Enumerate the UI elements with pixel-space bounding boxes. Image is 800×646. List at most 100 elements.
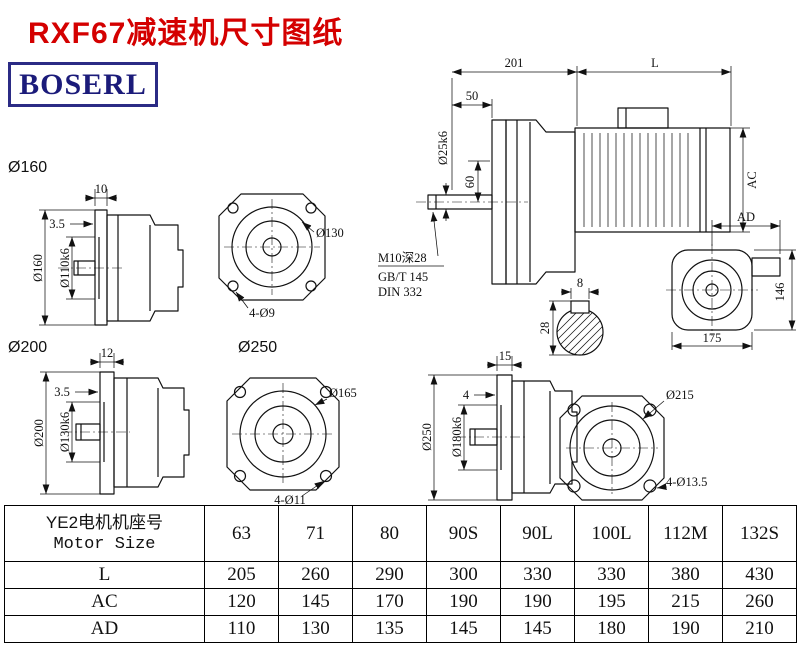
bolt-hole <box>305 202 317 214</box>
dim-L: L <box>651 56 659 70</box>
cell: 135 <box>352 615 427 643</box>
bolt-hole <box>319 385 333 399</box>
bolt-hole <box>567 479 581 493</box>
cell: 130 <box>278 615 353 643</box>
shaft-key-section: 8 28 <box>538 276 604 356</box>
rear-terminal-box <box>751 257 781 277</box>
shaft-250 <box>469 428 498 446</box>
dim-pilot-depth-200: 3.5 <box>54 385 70 399</box>
cell: 180 <box>574 615 649 643</box>
bolt-hole <box>233 385 247 399</box>
cell: 215 <box>648 588 723 616</box>
flange-size-label-160: Ø160 <box>8 159 47 176</box>
cell: 205 <box>204 561 279 589</box>
flange-octagon-160 <box>218 193 326 301</box>
motor-body <box>574 127 731 233</box>
side-view-250: 15 4 Ø250 Ø180k6 <box>420 349 578 501</box>
dim-flange-thickness-160: 10 <box>95 182 108 196</box>
table-row-AD: AD 110 130 135 145 145 180 190 210 <box>4 615 797 643</box>
side-view-200: 12 3.5 Ø200 Ø130k6 <box>32 346 190 495</box>
dim-flange-thickness-200: 12 <box>101 346 114 360</box>
bolt-hole <box>643 479 657 493</box>
motor-size-header-en: Motor Size <box>53 534 156 554</box>
table-header-row: YE2电机机座号 Motor Size 63 71 80 90S 90L 100… <box>4 505 797 562</box>
gearbox-body-160 <box>106 214 184 322</box>
bolt-hole <box>227 202 239 214</box>
terminal-box <box>617 107 669 129</box>
dim-holes-250: 4-Ø13.5 <box>666 475 707 489</box>
row-label: AD <box>4 615 205 643</box>
dim-key-height: 28 <box>538 322 552 335</box>
dim-pilot-160: Ø110k6 <box>58 248 72 288</box>
dim-bolt-circle-160: Ø130 <box>316 226 344 240</box>
size-col: 100L <box>574 505 649 562</box>
dim-175: 175 <box>703 331 722 345</box>
cell: 110 <box>204 615 279 643</box>
row-label: L <box>4 561 205 589</box>
dim-pilot-depth-160: 3.5 <box>49 217 65 231</box>
dim-60: 60 <box>463 176 477 189</box>
flange-octagon-200 <box>226 377 340 491</box>
page-title: RXF67减速机尺寸图纸 <box>28 17 344 50</box>
gearbox-housing <box>505 119 576 285</box>
side-view-160: 10 3.5 Ø160 Ø110k6 <box>31 182 184 326</box>
dim-outer-200: Ø200 <box>32 419 46 447</box>
cell: 430 <box>722 561 797 589</box>
assembly-drawing: 201 L 50 Ø25k6 60 AC M10深28 GB/T 145 DIN… <box>378 56 759 299</box>
cell: 260 <box>722 588 797 616</box>
dim-146: 146 <box>773 283 787 302</box>
motor-rear-view: AD 146 175 <box>666 210 796 350</box>
flange-plate-250 <box>496 374 513 501</box>
cell: 190 <box>500 588 575 616</box>
dim-shaft-diameter: Ø25k6 <box>436 131 450 165</box>
gearbox-body-200 <box>113 377 190 488</box>
cell: 145 <box>278 588 353 616</box>
cell: 170 <box>352 588 427 616</box>
keyway-slot <box>570 300 590 314</box>
bolt-hole <box>319 469 333 483</box>
bolt-hole <box>305 280 317 292</box>
hatching <box>557 309 603 355</box>
dim-AD: AD <box>737 210 755 224</box>
bolt-hole <box>233 469 247 483</box>
dim-holes-200: 4-Ø11 <box>274 493 305 505</box>
motor-fins <box>583 133 689 227</box>
front-view-160: Ø130 4-Ø9 <box>218 193 344 320</box>
flange-size-label-200: Ø200 <box>8 339 47 356</box>
front-view-200: Ø165 4-Ø11 <box>226 377 357 505</box>
dim-AC: AC <box>745 171 759 188</box>
dim-flange-thickness-250: 15 <box>499 349 512 363</box>
dim-holes-160: 4-Ø9 <box>249 306 275 320</box>
flange-octagon-250 <box>559 395 665 501</box>
cell: 190 <box>426 588 501 616</box>
dimension-table: YE2电机机座号 Motor Size 63 71 80 90S 90L 100… <box>4 505 797 643</box>
flange-plate-160 <box>94 209 108 326</box>
size-col: 132S <box>722 505 797 562</box>
size-col: 80 <box>352 505 427 562</box>
dim-key-width: 8 <box>577 276 583 290</box>
shaft-section-circle <box>556 308 604 356</box>
bolt-hole <box>643 403 657 417</box>
flange-plate-200 <box>99 371 115 495</box>
row-label: AC <box>4 588 205 616</box>
cell: 330 <box>500 561 575 589</box>
size-col: 71 <box>278 505 353 562</box>
gearbox-body-250 <box>511 380 578 494</box>
size-col: 90L <box>500 505 575 562</box>
cell: 145 <box>500 615 575 643</box>
cell: 195 <box>574 588 649 616</box>
size-col: 90S <box>426 505 501 562</box>
cell: 145 <box>426 615 501 643</box>
dim-outer-250: Ø250 <box>420 423 434 451</box>
technical-drawing-canvas: Ø160 Ø200 Ø250 <box>8 56 796 505</box>
cell: 260 <box>278 561 353 589</box>
cell: 210 <box>722 615 797 643</box>
dim-bolt-circle-200: Ø165 <box>329 386 357 400</box>
bolt-hole <box>567 403 581 417</box>
dim-bolt-circle-250: Ø215 <box>666 388 694 402</box>
dim-201: 201 <box>505 56 524 70</box>
cell: 290 <box>352 561 427 589</box>
note-din-standard: DIN 332 <box>378 285 422 299</box>
note-gbt-standard: GB/T 145 <box>378 270 428 284</box>
